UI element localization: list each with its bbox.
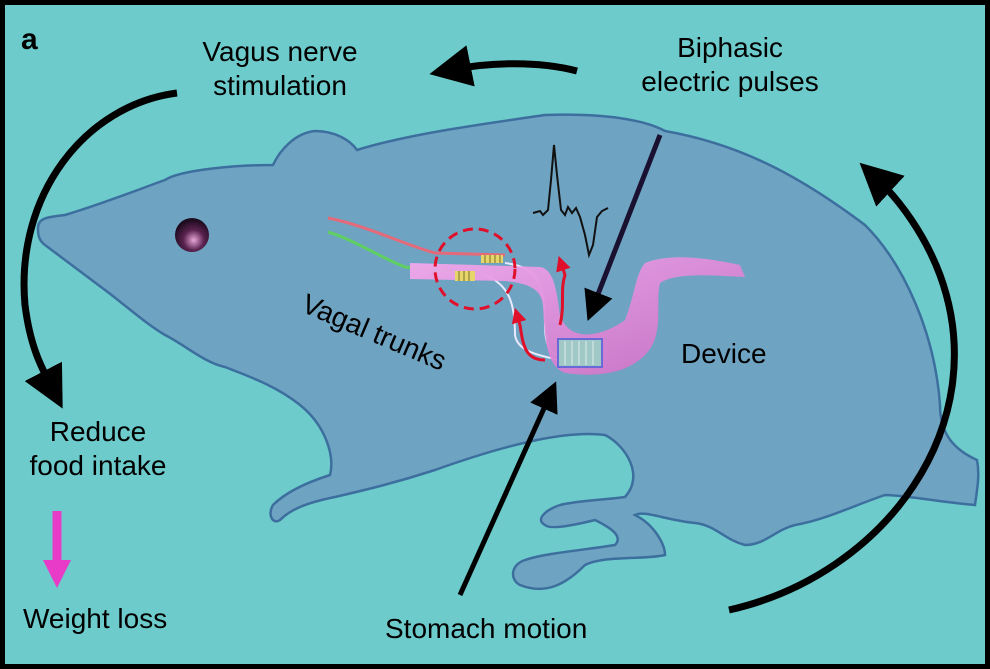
label-line: food intake bbox=[29, 450, 167, 481]
label-line: stimulation bbox=[213, 70, 347, 101]
cycle-arrow-left bbox=[20, 89, 178, 409]
cycle-arrow-top bbox=[429, 45, 578, 87]
label-line: Vagus nerve bbox=[202, 36, 358, 67]
rat-eye bbox=[175, 218, 209, 252]
label-line: Biphasic bbox=[677, 32, 783, 63]
label-reduce-food-intake: Reduce food intake bbox=[13, 415, 183, 483]
cycle-arrow-right bbox=[728, 162, 958, 614]
label-stomach-motion: Stomach motion bbox=[385, 613, 588, 644]
label-device: Device bbox=[681, 338, 767, 369]
label-biphasic-pulses: Biphasic electric pulses bbox=[610, 31, 850, 99]
pulse-arrow bbox=[584, 134, 663, 321]
label-weight-loss: Weight loss bbox=[23, 603, 168, 634]
signal-arrow-upper bbox=[556, 255, 571, 326]
electrode-coil-lower bbox=[455, 271, 475, 281]
signal-arrow-lower bbox=[511, 307, 546, 362]
stomach-motion-arrow bbox=[457, 381, 558, 597]
rat-silhouette bbox=[36, 113, 980, 591]
electrode-highlight-circle bbox=[433, 227, 517, 311]
diagram-canvas bbox=[20, 45, 980, 614]
lead-wire-2 bbox=[484, 274, 561, 361]
electrode-coil-upper bbox=[481, 255, 503, 263]
label-line: electric pulses bbox=[641, 66, 819, 97]
label-line: Reduce bbox=[49, 416, 147, 447]
weight-loss-arrowhead bbox=[43, 560, 71, 588]
nerve-wire-green bbox=[327, 230, 466, 275]
biphasic-waveform bbox=[532, 144, 609, 259]
panel-letter: a bbox=[21, 23, 38, 56]
nerve-wire-red bbox=[327, 216, 506, 257]
device-implant bbox=[557, 338, 603, 368]
label-vagus-nerve-stimulation: Vagus nerve stimulation bbox=[180, 35, 380, 103]
